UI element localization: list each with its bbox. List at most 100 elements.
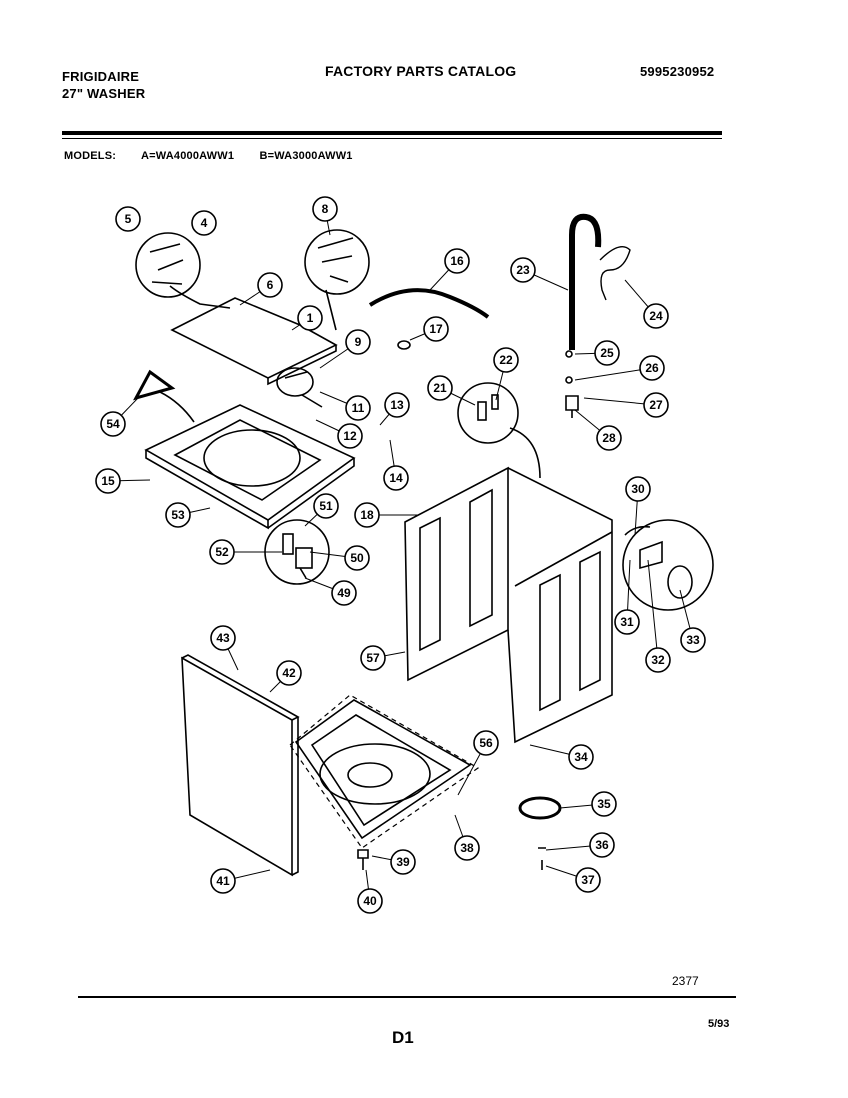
part-drawings [133, 213, 714, 877]
hose-clamp [397, 340, 411, 350]
callout-circle-5 [115, 206, 141, 232]
callout-circle-18 [354, 502, 380, 528]
callout-circle-9 [345, 329, 371, 355]
header-rule [62, 131, 722, 135]
callout-31: 31 [614, 559, 640, 635]
callout-circle-28 [596, 425, 622, 451]
callout-4: 4 [191, 210, 217, 236]
front-panel [181, 654, 300, 877]
callout-label-35: 35 [597, 797, 611, 811]
callout-51: 51 [304, 493, 339, 527]
callout-label-53: 53 [171, 508, 185, 522]
callout-circle-23 [510, 257, 536, 283]
callout-label-9: 9 [355, 335, 362, 349]
callout-35: 35 [559, 791, 617, 817]
callout-15: 15 [95, 468, 151, 494]
callout-label-22: 22 [499, 353, 513, 367]
callout-label-24: 24 [649, 309, 663, 323]
callout-label-57: 57 [366, 651, 380, 665]
callout-33: 33 [679, 589, 706, 653]
callout-38: 38 [454, 814, 480, 861]
callout-label-42: 42 [282, 666, 296, 680]
callout-leader-32 [647, 559, 659, 661]
callout-circle-32 [645, 647, 671, 673]
callout-circle-1 [297, 305, 323, 331]
callout-53: 53 [165, 502, 211, 528]
callout-label-13: 13 [390, 398, 404, 412]
page-id: D1 [392, 1028, 414, 1047]
models-line: MODELS: A=WA4000AWW1 B=WA3000AWW1 [64, 150, 375, 162]
callout-circle-16 [444, 248, 470, 274]
callouts: 1456891112131415161718212223242526272830… [95, 196, 706, 914]
callout-circle-53 [165, 502, 191, 528]
callout-label-51: 51 [319, 499, 333, 513]
callout-circle-22 [493, 347, 519, 373]
callout-42: 42 [269, 660, 302, 693]
revision-date: 5/93 [708, 1018, 730, 1030]
callout-34: 34 [529, 744, 594, 770]
callout-52: 52 [209, 539, 282, 565]
lid-switch-detail [304, 229, 370, 331]
callout-label-32: 32 [651, 653, 665, 667]
callout-circle-31 [614, 609, 640, 635]
callout-40: 40 [357, 869, 383, 914]
washer-lid [170, 297, 338, 379]
ring [518, 796, 562, 820]
callout-circle-14 [383, 465, 409, 491]
callout-label-31: 31 [620, 615, 634, 629]
callout-circle-57 [360, 645, 386, 671]
callout-21: 21 [427, 375, 476, 406]
switch-detail [457, 382, 541, 479]
callout-32: 32 [645, 559, 671, 673]
callout-label-37: 37 [581, 873, 595, 887]
callout-label-30: 30 [631, 482, 645, 496]
callout-17: 17 [409, 316, 449, 342]
callout-circle-26 [639, 355, 665, 381]
motor-detail [622, 519, 714, 611]
callout-label-17: 17 [429, 322, 443, 336]
header-rule-thin [62, 138, 722, 139]
callout-label-5: 5 [125, 212, 132, 226]
callout-28: 28 [574, 409, 622, 451]
callout-circle-50 [344, 545, 370, 571]
brand-name: FRIGIDAIRE [62, 69, 140, 84]
callout-circle-33 [680, 627, 706, 653]
callout-11: 11 [319, 391, 371, 421]
callout-label-56: 56 [479, 736, 493, 750]
callout-26: 26 [574, 355, 665, 381]
callout-label-4: 4 [201, 216, 208, 230]
callout-label-15: 15 [101, 474, 115, 488]
callout-label-27: 27 [649, 398, 663, 412]
callout-label-43: 43 [216, 631, 230, 645]
brand-block: FRIGIDAIRE 27" WASHER [62, 68, 145, 102]
callout-label-49: 49 [337, 586, 351, 600]
base-frame [289, 694, 480, 849]
callout-label-41: 41 [216, 874, 230, 888]
callout-circle-30 [625, 476, 651, 502]
callout-circle-43 [210, 625, 236, 651]
models-label: MODELS: [64, 150, 117, 162]
callout-circle-6 [257, 272, 283, 298]
lid-hinge-detail [135, 232, 231, 309]
bleach-dispenser [133, 369, 195, 423]
callout-label-26: 26 [645, 361, 659, 375]
catalog-number: 5995230952 [640, 64, 715, 79]
callout-circle-37 [575, 867, 601, 893]
leveling-foot [538, 847, 546, 870]
callout-label-54: 54 [106, 417, 120, 431]
callout-label-14: 14 [389, 471, 403, 485]
cabinet-rear-panel [507, 467, 613, 744]
callout-circle-54 [100, 411, 126, 437]
callout-label-38: 38 [460, 841, 474, 855]
callout-label-12: 12 [343, 429, 357, 443]
callout-circle-34 [568, 744, 594, 770]
callout-label-16: 16 [450, 254, 464, 268]
callout-41: 41 [210, 868, 271, 894]
model-a: A=WA4000AWW1 [140, 150, 235, 162]
callout-label-52: 52 [215, 545, 229, 559]
callout-label-11: 11 [352, 401, 365, 415]
callout-49: 49 [304, 577, 357, 606]
callout-label-39: 39 [396, 855, 410, 869]
callout-circle-39 [390, 849, 416, 875]
